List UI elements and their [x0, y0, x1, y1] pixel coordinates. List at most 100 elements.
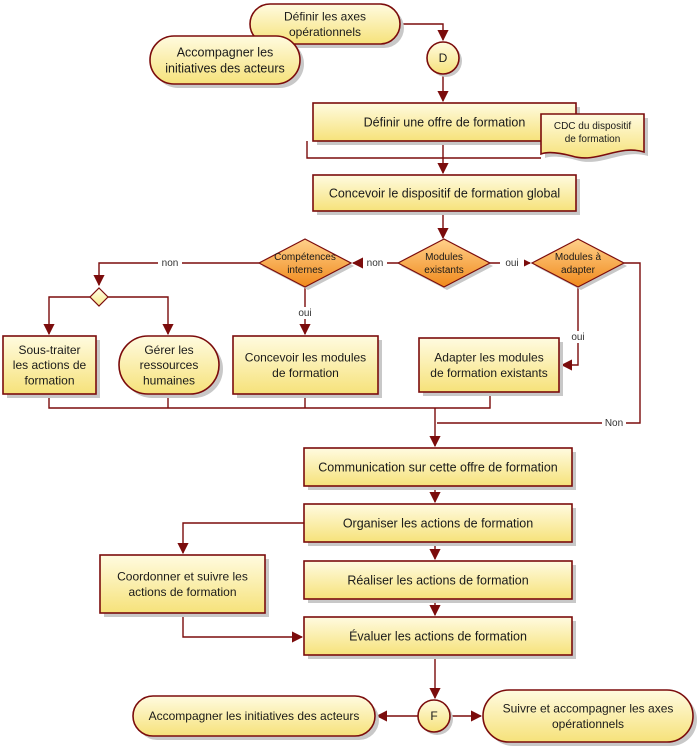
- adapt-modules-label-line: Adapter les modules: [434, 351, 543, 365]
- edge-coordinate-to-evaluate: [182, 614, 304, 643]
- dec-competences-node: Compétences internes: [257, 238, 354, 290]
- edge-label-bg: [293, 307, 317, 319]
- edge-adapter-non-to-join: [437, 262, 641, 424]
- edge-define-to-cdc-doc: [306, 141, 541, 159]
- end-right-label-line: Suivre et accompagner les axes: [503, 702, 674, 716]
- start-left-label-line: Accompagner les: [177, 45, 274, 59]
- define-offer-node: Définir une offre de formation: [312, 102, 580, 145]
- cdc-doc-label-line: de formation: [565, 134, 621, 145]
- cdc-doc-node: CDC du dispositif de formation: [540, 113, 648, 162]
- subcontract-label-line: Sous-traiter: [18, 343, 80, 357]
- evaluate-label-line: Évaluer les actions de formation: [349, 628, 527, 643]
- terminal-shape: [132, 695, 376, 737]
- process-box: [232, 335, 379, 395]
- end-left-node: Accompagner les initiatives des acteurs: [132, 695, 379, 740]
- start-top-label-line: opérationnels: [289, 25, 361, 39]
- design-global-label-line: Concevoir le dispositif de formation glo…: [329, 186, 560, 200]
- subcontract-label-line: les actions de: [13, 358, 87, 372]
- edge-label-oui-comp: oui: [298, 308, 311, 319]
- start-top-label-line: Définir les axes: [284, 10, 366, 24]
- merge-diamond-shape: [89, 287, 109, 307]
- edge-merge-to-subcontract: [43, 296, 90, 336]
- dec-modules-node: Modules existants: [396, 238, 493, 290]
- edge-label-non-right: Non: [605, 418, 623, 429]
- process-box: [99, 554, 266, 614]
- evaluate-node: Évaluer les actions de formation: [303, 616, 576, 659]
- end-left-label-line: Accompagner les initiatives des acteurs: [149, 709, 360, 723]
- merge-diamond-node: [89, 287, 109, 307]
- process-box: [303, 616, 573, 656]
- communicate-label-line: Communication sur cette offre de formati…: [318, 460, 558, 474]
- define-offer-label-line: Définir une offre de formation: [364, 115, 526, 129]
- connector-f-node: F: [417, 699, 453, 735]
- edge-adapter-to-adapt-modules: [560, 288, 579, 371]
- realize-node: Réaliser les actions de formation: [303, 560, 576, 603]
- manage-hr-label-line: humaines: [143, 374, 195, 388]
- terminal-shape: [249, 3, 401, 45]
- subcontract-label-line: formation: [24, 374, 74, 388]
- edge-label-oui-adapt: oui: [571, 332, 584, 343]
- connector-d-node: D: [426, 41, 462, 77]
- dec-modules-label-line: existants: [424, 265, 463, 276]
- process-box: [312, 174, 577, 212]
- realize-label-line: Réaliser les actions de formation: [347, 573, 528, 587]
- organize-node: Organiser les actions de formation: [303, 503, 576, 546]
- connector-circle: [426, 41, 460, 75]
- edge-label-bg: [500, 257, 524, 269]
- flowchart-nodes: Définir les axesopérationnelsAccompagner…: [2, 3, 697, 746]
- manage-hr-label-line: Gérer les: [144, 343, 193, 357]
- edge-label-bg: [158, 257, 182, 269]
- edge-label-bg: [363, 257, 387, 269]
- start-left-node: Accompagner les initiatives des acteurs: [149, 35, 304, 88]
- dec-competences-label-line: Compétences: [274, 252, 336, 263]
- edge-label-non-mid: non: [367, 258, 384, 269]
- terminal-shape: [482, 689, 694, 743]
- edge-organize-to-coordinate: [177, 522, 304, 555]
- dec-adapter-label-line: Modules à: [555, 252, 602, 263]
- dec-adapter-label-line: adapter: [561, 265, 596, 276]
- terminal-shape: [149, 35, 301, 85]
- edge-start-to-d: [400, 23, 449, 42]
- process-box: [303, 447, 573, 487]
- edge-label-non-left: non: [162, 258, 179, 269]
- process-box: [418, 337, 560, 393]
- dec-competences-label-line: internes: [287, 265, 323, 276]
- document-shape: [540, 113, 645, 159]
- connector-f-label-line: F: [430, 709, 437, 723]
- edge-competences-to-merge: [93, 262, 259, 287]
- design-modules-label-line: Concevoir les modules: [245, 351, 366, 365]
- connector-circle: [417, 699, 451, 733]
- design-global-node: Concevoir le dispositif de formation glo…: [312, 174, 580, 215]
- start-left-label-line: initiatives des acteurs: [165, 61, 285, 75]
- adapt-modules-label-line: de formation existants: [430, 366, 547, 380]
- end-right-node: Suivre et accompagner les axesopérationn…: [482, 689, 697, 746]
- cdc-doc-label-line: CDC du dispositif: [554, 121, 631, 132]
- organize-label-line: Organiser les actions de formation: [343, 516, 533, 530]
- coordinate-label-line: actions de formation: [128, 585, 236, 599]
- dec-modules-label-line: Modules: [425, 252, 463, 263]
- connector-d-label-line: D: [439, 51, 448, 65]
- dec-adapter-node: Modules à adapter: [530, 238, 627, 290]
- coordinate-label-line: Coordonner et suivre les: [117, 570, 248, 584]
- design-modules-label-line: de formation: [272, 366, 339, 380]
- edge-row-bottom-join: [48, 393, 491, 409]
- process-box: [2, 335, 97, 395]
- decision-diamond: [257, 238, 353, 288]
- end-right-label-line: opérationnels: [552, 717, 624, 731]
- terminal-shape: [118, 335, 220, 395]
- edge-label-bg: [602, 417, 626, 429]
- edge-merge-to-hr: [108, 296, 174, 336]
- edge-label-oui-mod: oui: [505, 258, 518, 269]
- process-box: [303, 560, 573, 600]
- manage-hr-label-line: ressources: [140, 358, 199, 372]
- decision-diamond: [396, 238, 492, 288]
- connector-lines: [43, 23, 641, 722]
